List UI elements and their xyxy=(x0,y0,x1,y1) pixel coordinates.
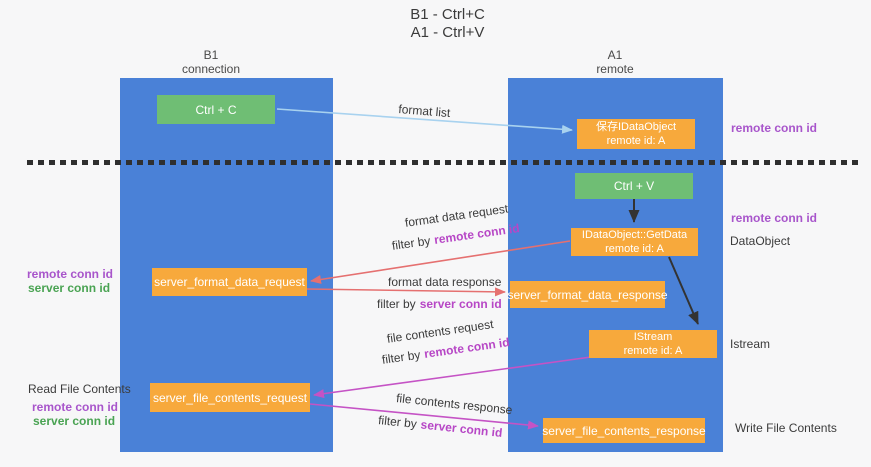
title-line-2: A1 - Ctrl+V xyxy=(410,24,485,41)
filter-by-text: filter by xyxy=(377,413,418,431)
server-format-data-response-box: server_format_data_response xyxy=(507,281,668,308)
left-server-conn-id-label-2: server conn id xyxy=(33,414,116,428)
filter-by-text: filter by xyxy=(377,297,416,311)
getdata-line1: IDataObject::GetData xyxy=(581,229,688,241)
format-list-label: format list xyxy=(397,102,451,121)
server-file-contents-request-box: server_file_contents_request xyxy=(150,383,310,412)
lane-header-a1: A1 remote xyxy=(560,48,670,76)
istream-line1: IStream xyxy=(633,331,673,343)
dataobject-label: DataObject xyxy=(730,234,791,248)
filter-by-text: filter by xyxy=(391,233,432,253)
diagram-title: B1 - Ctrl+C A1 - Ctrl+V xyxy=(0,6,871,42)
right-remote-conn-id-label-1: remote conn id xyxy=(731,121,818,135)
format-data-response-label: format data response xyxy=(388,275,502,289)
filter-by-text: filter by xyxy=(381,347,422,367)
separator-dashed-line xyxy=(27,160,862,165)
lane-header-b1: B1 connection xyxy=(156,48,266,76)
format-data-response-arrow xyxy=(306,287,506,297)
lane-a1-role: remote xyxy=(596,62,634,76)
left-remote-conn-id-label-2: remote conn id xyxy=(32,400,119,414)
server-file-contents-response-box: server_file_contents_response xyxy=(542,418,706,443)
lane-a1-name: A1 xyxy=(607,48,623,62)
server-conn-id-highlight: server conn id xyxy=(419,417,504,440)
save-idataobject-line2: remote id: A xyxy=(606,135,666,147)
write-file-contents-label: Write File Contents xyxy=(735,421,837,435)
server-format-data-response-label: server_format_data_response xyxy=(507,287,668,302)
right-remote-conn-id-label-2: remote conn id xyxy=(731,211,818,225)
ctrl-c-label: Ctrl + C xyxy=(195,102,237,117)
lane-b1-role: connection xyxy=(181,62,241,76)
istream-line2: remote id: A xyxy=(623,345,683,357)
read-file-contents-label: Read File Contents xyxy=(28,382,131,396)
title-line-1: B1 - Ctrl+C xyxy=(410,6,485,23)
ctrl-v-box: Ctrl + V xyxy=(575,173,693,199)
istream-box: IStream remote id: A xyxy=(589,330,717,358)
save-idataobject-line1: 保存IDataObject xyxy=(595,121,677,133)
server-file-contents-request-label: server_file_contents_request xyxy=(152,390,308,405)
left-server-conn-id-label-1: server conn id xyxy=(28,281,111,295)
ctrl-v-label: Ctrl + V xyxy=(613,179,655,193)
save-idataobject-box: 保存IDataObject remote id: A xyxy=(577,119,695,149)
idataobject-getdata-box: IDataObject::GetData remote id: A xyxy=(571,228,698,256)
istream-side-label: Istream xyxy=(730,337,771,351)
lane-b1-name: B1 xyxy=(203,48,219,62)
server-format-data-request-label: server_format_data_request xyxy=(154,275,305,289)
server-conn-id-highlight: server conn id xyxy=(419,297,502,311)
server-file-contents-response-label: server_file_contents_response xyxy=(542,423,706,438)
getdata-line2: remote id: A xyxy=(605,243,664,255)
file-contents-response-label: file contents response xyxy=(395,391,514,418)
server-format-data-request-box: server_format_data_request xyxy=(152,268,307,296)
ctrl-c-box: Ctrl + C xyxy=(157,95,275,124)
left-remote-conn-id-label-1: remote conn id xyxy=(27,267,114,281)
